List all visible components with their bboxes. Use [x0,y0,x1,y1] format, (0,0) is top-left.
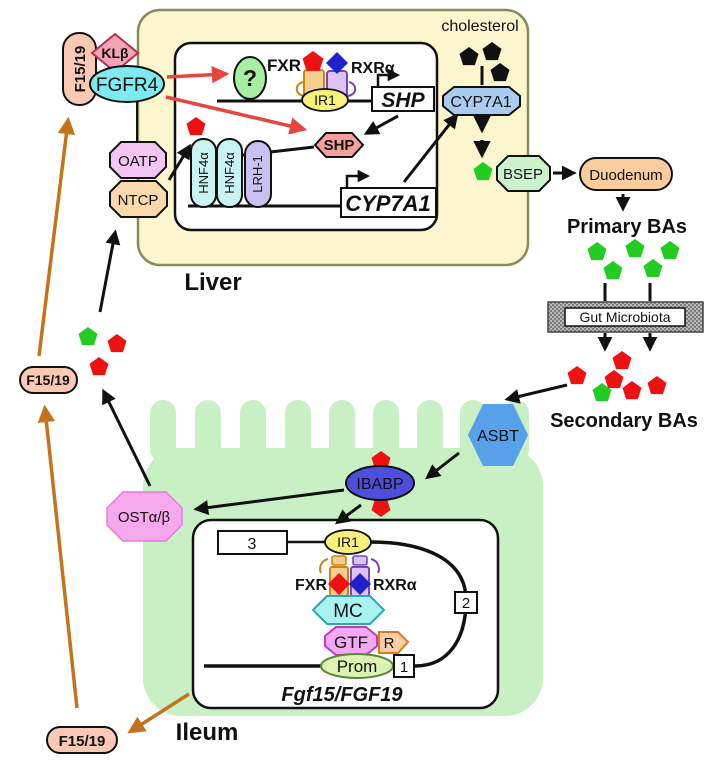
fgfr4-node: FGFR4 [89,65,165,103]
liver-label: Liver [184,269,241,296]
asbt-node: ASBT [468,404,528,466]
mc-label: MC [333,601,363,622]
duodenum-node: Duodenum [579,157,673,191]
ibabp-node: IBABP [345,465,415,501]
shpgene-to-shp-arrow [363,114,399,135]
cyp7a1-enzyme-node: CYP7A1 [442,86,521,116]
mc-node: MC [311,595,386,625]
cyp7a1-gene-node: CYP7A1 [340,187,437,218]
f1519-bottom-pill: F15/19 [46,726,118,754]
arrows [37,65,658,734]
ibabp-to-ir1-arrow [334,503,362,525]
fxr-liver-label: FXR [267,56,301,75]
shp-protein-node: SHP [313,132,365,158]
secondary-bas-label: Secondary BAs [550,410,698,432]
shp-transcription-arrow [376,68,401,86]
ir1-ileum-label: IR1 [337,534,359,550]
lrh1-node: LRH-1 [244,140,272,208]
f1519-bottom-label: F15/19 [59,733,106,750]
lrh1-label: LRH-1 [250,155,265,193]
oatp-label: OATP [118,153,158,170]
ost-export-arrow [102,388,152,487]
fxr-rxr-complex-ileum: FXR RXRα [295,555,417,597]
ntcp-node: NTCP [109,180,168,218]
f1519-bottom-to-mid-arrow [37,404,79,709]
shp-gene-node: SHP [371,86,435,112]
primary-bas-label: Primary BAs [567,216,687,238]
unknown-factor-label: ? [243,65,257,91]
asbt-to-ibabp-arrow [425,451,460,480]
f1519-top-pill: F15/19 [62,32,97,106]
gtf-label: GTF [334,633,368,652]
ntcp-to-ba-arrow [167,143,191,181]
cholesterol-label: cholesterol [441,18,518,35]
shp-protein-label: SHP [324,137,355,154]
bsep-node: BSEP [496,155,551,192]
hnf4a-label-1: HNF4α [196,152,211,194]
asbt-label: ASBT [477,428,519,445]
rxra-ileum-label: RXRα [373,577,417,594]
rxra-liver-label: RXRα [351,60,395,77]
ibabp-to-ost-arrow [193,488,345,515]
hnf4a-label-2: HNF4α [222,152,237,194]
unknown-factor-node: ? [233,56,267,100]
ba-to-ntcp-arrow [98,229,121,313]
box3-label: 3 [248,536,257,553]
box2-node: 2 [454,591,478,614]
cyp7a1-enzyme-label: CYP7A1 [450,94,511,111]
r-cofactor-label: R [384,635,395,652]
ntcp-label: NTCP [118,192,159,209]
secondary-to-asbt-arrow [504,383,568,404]
fxr-ileum-label: FXR [295,577,327,594]
r-cofactor-node: R [378,631,410,654]
prom-label: Prom [337,657,378,676]
ir1-liver-label: IR1 [314,92,336,108]
fgfr4-to-unknown-arrow [166,65,230,84]
ileum-to-f1519-arrow [127,692,190,734]
box3-node: 3 [217,530,288,555]
rxr-ligand-icon [349,573,371,595]
cyp7a1-transcription-arrow [345,169,371,187]
f1519-mid-label: F15/19 [26,372,70,388]
box1-label: 1 [400,659,408,676]
rxr-ligand-icon [326,52,348,74]
oatp-node: OATP [109,141,167,179]
f1519-mid-to-top-arrow [37,116,76,357]
cyp7a1gene-to-enzyme-arrow [402,113,459,183]
ost-node: OSTα/β [106,491,183,542]
bsep-label: BSEP [503,166,543,183]
fgfr4-to-shp-arrow [165,95,308,135]
box2-label: 2 [462,595,470,612]
f1519-mid-pill: F15/19 [19,366,78,394]
cyp7a1-gene-label: CYP7A1 [345,191,431,216]
prom-node: Prom [320,653,394,679]
ir1-ileum-node: IR1 [324,529,372,555]
hnf4a-node-2: HNF4α [216,138,243,208]
gtf-node: GTF [324,626,378,656]
ost-label: OSTα/β [118,509,171,526]
ileum-label: Ileum [176,719,239,746]
box1-node: 1 [393,654,415,678]
shp-gene-label: SHP [381,89,425,112]
fxr-ligand-icon [328,573,350,595]
ibabp-label: IBABP [356,476,403,493]
fgfr4-label: FGFR4 [96,75,159,96]
ir1-liver-node: IR1 [301,88,349,112]
gut-microbiota-node: Gut Microbiota [547,301,704,333]
f1519-top-label: F15/19 [72,46,89,93]
fgf-gene-label: Fgf15/FGF19 [281,684,403,706]
duodenum-label: Duodenum [589,167,662,184]
klb-label: KLβ [101,45,129,61]
gut-microbiota-label: Gut Microbiota [579,309,670,325]
hnf4a-node-1: HNF4α [190,138,217,208]
